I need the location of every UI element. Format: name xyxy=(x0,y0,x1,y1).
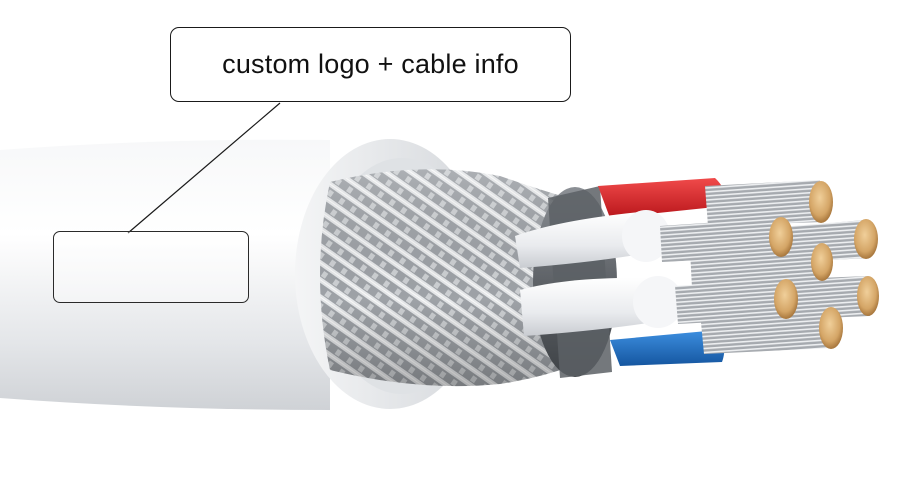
callout-label: custom logo + cable info xyxy=(222,49,519,79)
logo-placeholder-box xyxy=(53,231,249,303)
callout-leader-line xyxy=(127,102,281,234)
callout-box: custom logo + cable info xyxy=(170,27,571,102)
copper-cores xyxy=(769,181,879,349)
